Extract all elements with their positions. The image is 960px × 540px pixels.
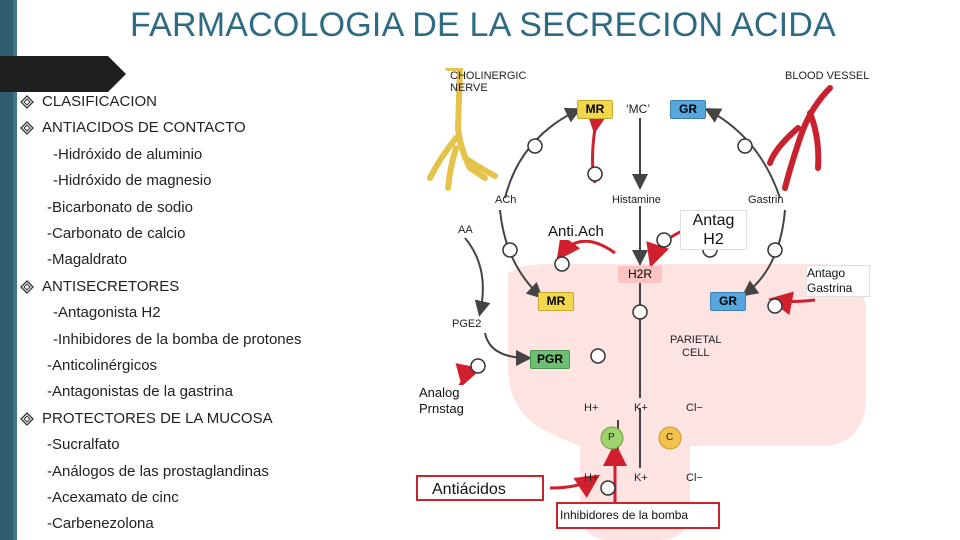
label-ach: ACh [495, 194, 517, 206]
label-cl-minus-top: Cl− [686, 402, 703, 414]
pump-circle-c [658, 426, 682, 450]
plus-symbol [527, 138, 543, 154]
label-h-plus-top: H+ [584, 402, 599, 414]
bullet-item-text: ANTIACIDOS DE CONTACTO [42, 119, 246, 136]
red-arrow-antach [556, 234, 616, 261]
label-h-plus-bottom: H+ [584, 472, 599, 484]
classification-list: CLASIFICACION ANTIACIDOS DE CONTACTO -Hidr… [0, 0, 400, 540]
label-mc: ‘MC’ [626, 102, 650, 116]
arrow-ach-to-mr-cell [499, 209, 543, 299]
mr-receptor-top: MR [577, 100, 613, 119]
sub-item: -Carbonato de calcio [47, 225, 186, 242]
diamond-bullet-icon [20, 411, 34, 426]
callout-antag-gastrina: Antago Gastrina [806, 265, 870, 297]
diamond-bullet-icon [20, 279, 34, 294]
bullet-item: CLASIFICACION [20, 93, 157, 110]
sub-item: -Hidróxido de aluminio [53, 146, 203, 163]
label-blood-vessel: BLOOD VESSEL [785, 70, 870, 82]
diamond-bullet-icon [20, 94, 34, 109]
red-arrow-antiacidos [549, 474, 600, 498]
diagram-graphic [427, 68, 866, 540]
label-pge2: PGE2 [452, 318, 482, 330]
label-cholinergic-nerve: CHOLINERGIC NERVE [450, 70, 527, 94]
plus-symbol [502, 242, 518, 258]
minus-symbol [587, 166, 603, 182]
sub-item: -Magaldrato [47, 251, 128, 268]
parietal-cell-shape [508, 264, 866, 540]
bullet-item: ANTISECRETORES [20, 278, 179, 295]
mr-receptor-cell: MR [538, 292, 574, 311]
parietal-cell-diagram: CHOLINERGIC NERVE BLOOD VESSEL MR ‘MC’ G… [390, 68, 898, 540]
plus-symbol [470, 358, 486, 374]
minus-symbol [554, 256, 570, 272]
bullet-item-text: PROTECTORES DE LA MUCOSA [42, 410, 273, 427]
label-aa: AA [458, 224, 473, 236]
arrow-gastrin-to-gr [704, 108, 781, 199]
label-histamine: Histamine [612, 194, 661, 206]
label-k-plus-bottom: K+ [634, 472, 648, 484]
bullet-item-text: ANTISECRETORES [42, 278, 180, 295]
label-pump-c: C [666, 432, 674, 443]
arrow-gastrin-to-gr-cell [741, 209, 786, 297]
sub-item: -Antagonistas de la gastrina [47, 383, 233, 400]
minus-symbol [590, 348, 606, 364]
sub-item: -Hidróxido de magnesio [53, 172, 212, 189]
pgr-receptor: PGR [530, 350, 570, 369]
sub-item: -Bicarbonato de sodio [47, 199, 193, 216]
left-accent-bar [0, 0, 17, 540]
arrow-pge2-to-pgr [484, 332, 532, 366]
gr-receptor-top: GR [670, 100, 706, 119]
callout-antiacidos: Antiácidos [416, 475, 544, 501]
arrow-ach-to-mr [504, 108, 582, 199]
cholinergic-nerve-shape [427, 68, 498, 191]
diamond-bullet-icon [20, 120, 34, 135]
label-gastrin: Gastrin [748, 194, 784, 206]
minus-symbol [767, 298, 783, 314]
sub-item: -Carbenezolona [47, 515, 154, 532]
callout-analog-prostag: Analog Prnstag [419, 385, 464, 417]
bullet-item-text: CLASIFICACION [42, 93, 158, 110]
left-accent-bar-inner [13, 0, 17, 540]
section-tab [0, 56, 126, 92]
minus-symbol [600, 480, 616, 496]
bullet-item: PROTECTORES DE LA MUCOSA [20, 410, 273, 427]
h2r-receptor: H2R [618, 266, 662, 283]
gr-receptor-cell: GR [710, 292, 746, 311]
sub-item: -Acexamato de cinc [47, 489, 179, 506]
bullet-item: ANTIACIDOS DE CONTACTO [20, 119, 246, 136]
sub-item: -Inhibidores de la bomba de protones [53, 331, 302, 348]
label-parietal-cell: PARIETAL CELL [670, 334, 722, 359]
plus-symbol [632, 304, 648, 320]
label-pump-p: P [608, 432, 615, 443]
sub-item: -Análogos de las prostaglandinas [47, 463, 269, 480]
minus-symbol [656, 232, 672, 248]
label-k-plus-top: K+ [634, 402, 648, 414]
page-title: FARMACOLOGIA DE LA SECRECION ACIDA [130, 6, 836, 44]
sub-item: -Sucralfato [47, 436, 120, 453]
sub-item: -Antagonista H2 [53, 304, 161, 321]
blood-vessel-shape [767, 85, 833, 191]
arrow-aa-to-pge2 [464, 237, 491, 317]
callout-inhibidores-bomba: Inhibidores de la bomba [556, 502, 720, 529]
plus-symbol [737, 138, 753, 154]
callout-anti-ach: Anti.Ach [548, 223, 604, 240]
plus-symbol [767, 242, 783, 258]
pump-circle-p [600, 426, 624, 450]
callout-antag-h2: Antag H2 [680, 210, 747, 250]
label-cl-minus-bottom: Cl− [686, 472, 703, 484]
sub-item: -Anticolinérgicos [47, 357, 158, 374]
